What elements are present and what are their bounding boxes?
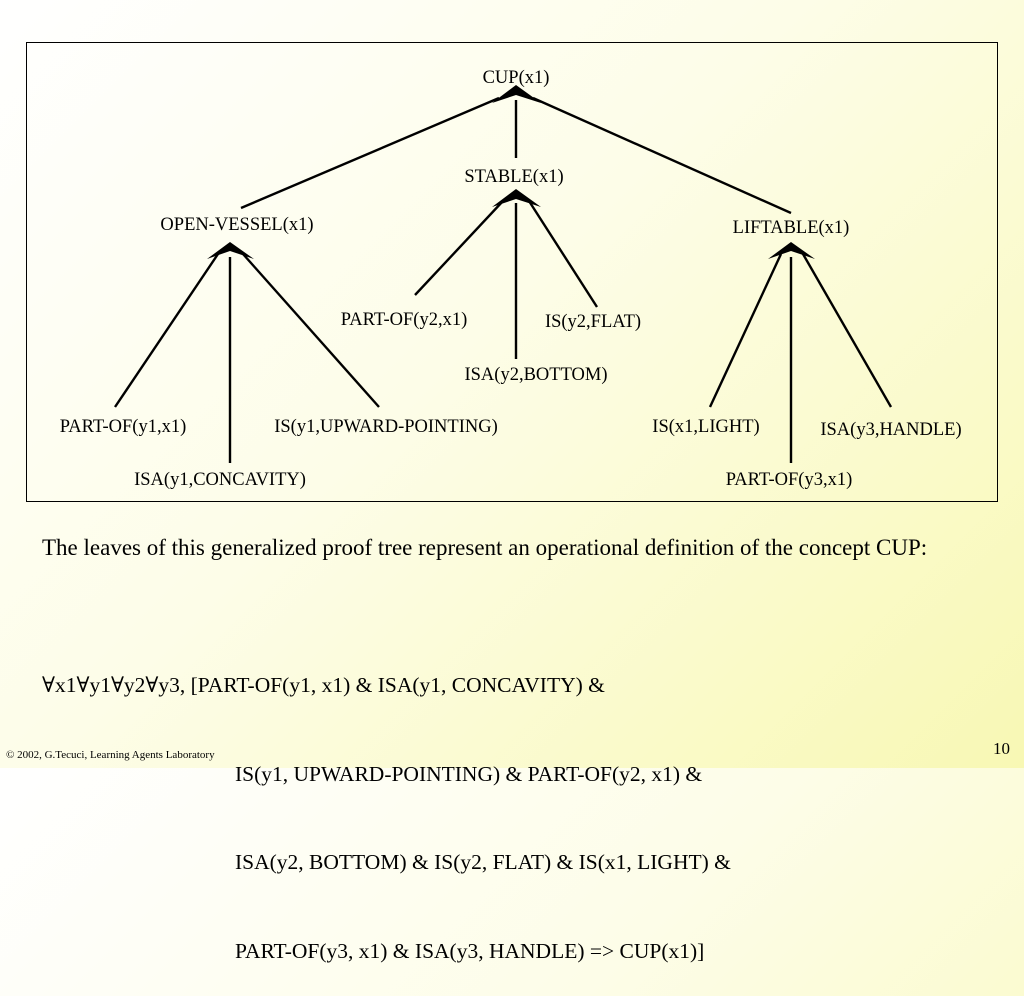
edge-liftable-to-cup bbox=[532, 96, 792, 215]
proof-tree-diagram: CUP(x1) STABLE(x1) OPEN-VESSEL(x1) LIFTA… bbox=[26, 42, 998, 502]
edge-is-y2-flat-to-stable bbox=[527, 200, 599, 308]
formula-line-3: ISA(y2, BOTTOM) & IS(y2, FLAT) & IS(x1, … bbox=[235, 850, 731, 874]
edge-is-x1-light-to-liftable bbox=[708, 253, 783, 408]
leaf-isa-y1-concavity: ISA(y1,CONCAVITY) bbox=[134, 470, 306, 490]
edge-is-y1-upward-to-open-vessel bbox=[242, 253, 380, 408]
leaf-part-of-y3-x1: PART-OF(y3,x1) bbox=[726, 470, 853, 490]
edge-part-of-y1-to-open-vessel bbox=[114, 253, 219, 408]
node-cup: CUP(x1) bbox=[483, 68, 550, 88]
arrowhead-stable bbox=[492, 189, 541, 207]
edge-part-of-y2-to-stable bbox=[414, 200, 504, 296]
operational-definition-formula: ∀x1∀y1∀y2∀y3, [PART-OF(y1, x1) & ISA(y1,… bbox=[42, 612, 992, 996]
formula-line-4: PART-OF(y3, x1) & ISA(y3, HANDLE) => CUP… bbox=[235, 938, 705, 963]
leaf-is-x1-light: IS(x1,LIGHT) bbox=[652, 417, 759, 437]
formula-line-1: ∀x1∀y1∀y2∀y3, [PART-OF(y1, x1) & ISA(y1,… bbox=[42, 673, 605, 697]
proof-tree-svg: CUP(x1) STABLE(x1) OPEN-VESSEL(x1) LIFTA… bbox=[60, 68, 962, 490]
leaf-isa-y3-handle: ISA(y3,HANDLE) bbox=[820, 420, 961, 440]
arrowhead-open-vessel bbox=[207, 242, 254, 259]
node-stable: STABLE(x1) bbox=[464, 167, 563, 187]
leaf-part-of-y2-x1: PART-OF(y2,x1) bbox=[341, 310, 468, 330]
leaf-isa-y2-bottom: ISA(y2,BOTTOM) bbox=[464, 365, 607, 385]
leaf-is-y2-flat: IS(y2,FLAT) bbox=[545, 312, 641, 332]
leaf-is-y1-upward-pointing: IS(y1,UPWARD-POINTING) bbox=[274, 417, 498, 437]
page-number: 10 bbox=[993, 739, 1010, 758]
caption-text: The leaves of this generalized proof tre… bbox=[42, 535, 928, 560]
formula-line-2: IS(y1, UPWARD-POINTING) & PART-OF(y2, x1… bbox=[235, 761, 703, 786]
tree-arrowheads bbox=[207, 85, 815, 259]
node-open-vessel: OPEN-VESSEL(x1) bbox=[160, 215, 313, 235]
arrowhead-liftable bbox=[768, 242, 815, 259]
node-liftable: LIFTABLE(x1) bbox=[733, 218, 850, 238]
edge-open-vessel-to-cup bbox=[240, 96, 500, 210]
tree-edges bbox=[114, 96, 893, 463]
arrowhead-cup bbox=[492, 85, 541, 103]
tree-node-labels: CUP(x1) STABLE(x1) OPEN-VESSEL(x1) LIFTA… bbox=[60, 68, 962, 490]
edge-isa-y3-handle-to-liftable bbox=[801, 253, 893, 408]
leaf-part-of-y1-x1: PART-OF(y1,x1) bbox=[60, 417, 187, 437]
copyright-footer: © 2002, G.Tecuci, Learning Agents Labora… bbox=[6, 749, 215, 761]
